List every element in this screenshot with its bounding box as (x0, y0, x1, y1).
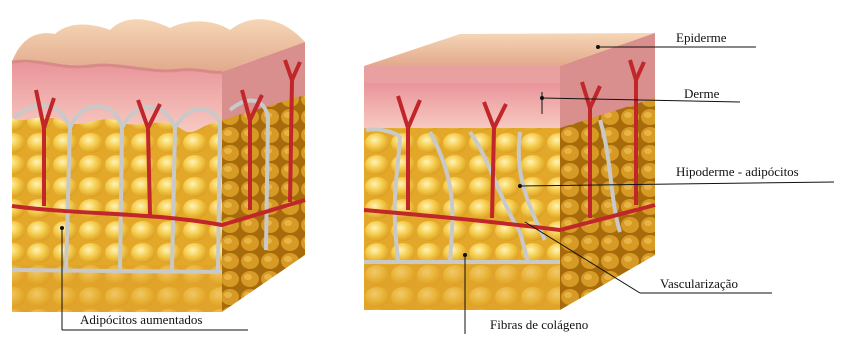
label-derme-text: Derme (684, 86, 720, 101)
label-hipoderme-text: Hipoderme - adipócitos (676, 164, 799, 179)
label-fibras-text: Fibras de colágeno (490, 317, 588, 332)
label-vascularizacao-text: Vascularização (660, 276, 738, 291)
label-epiderme-text: Epiderme (676, 30, 727, 45)
right-skin-block (364, 33, 655, 310)
left-skin-block (12, 19, 305, 312)
label-adipocitos-aumentados-text: Adipócitos aumentados (80, 312, 202, 327)
